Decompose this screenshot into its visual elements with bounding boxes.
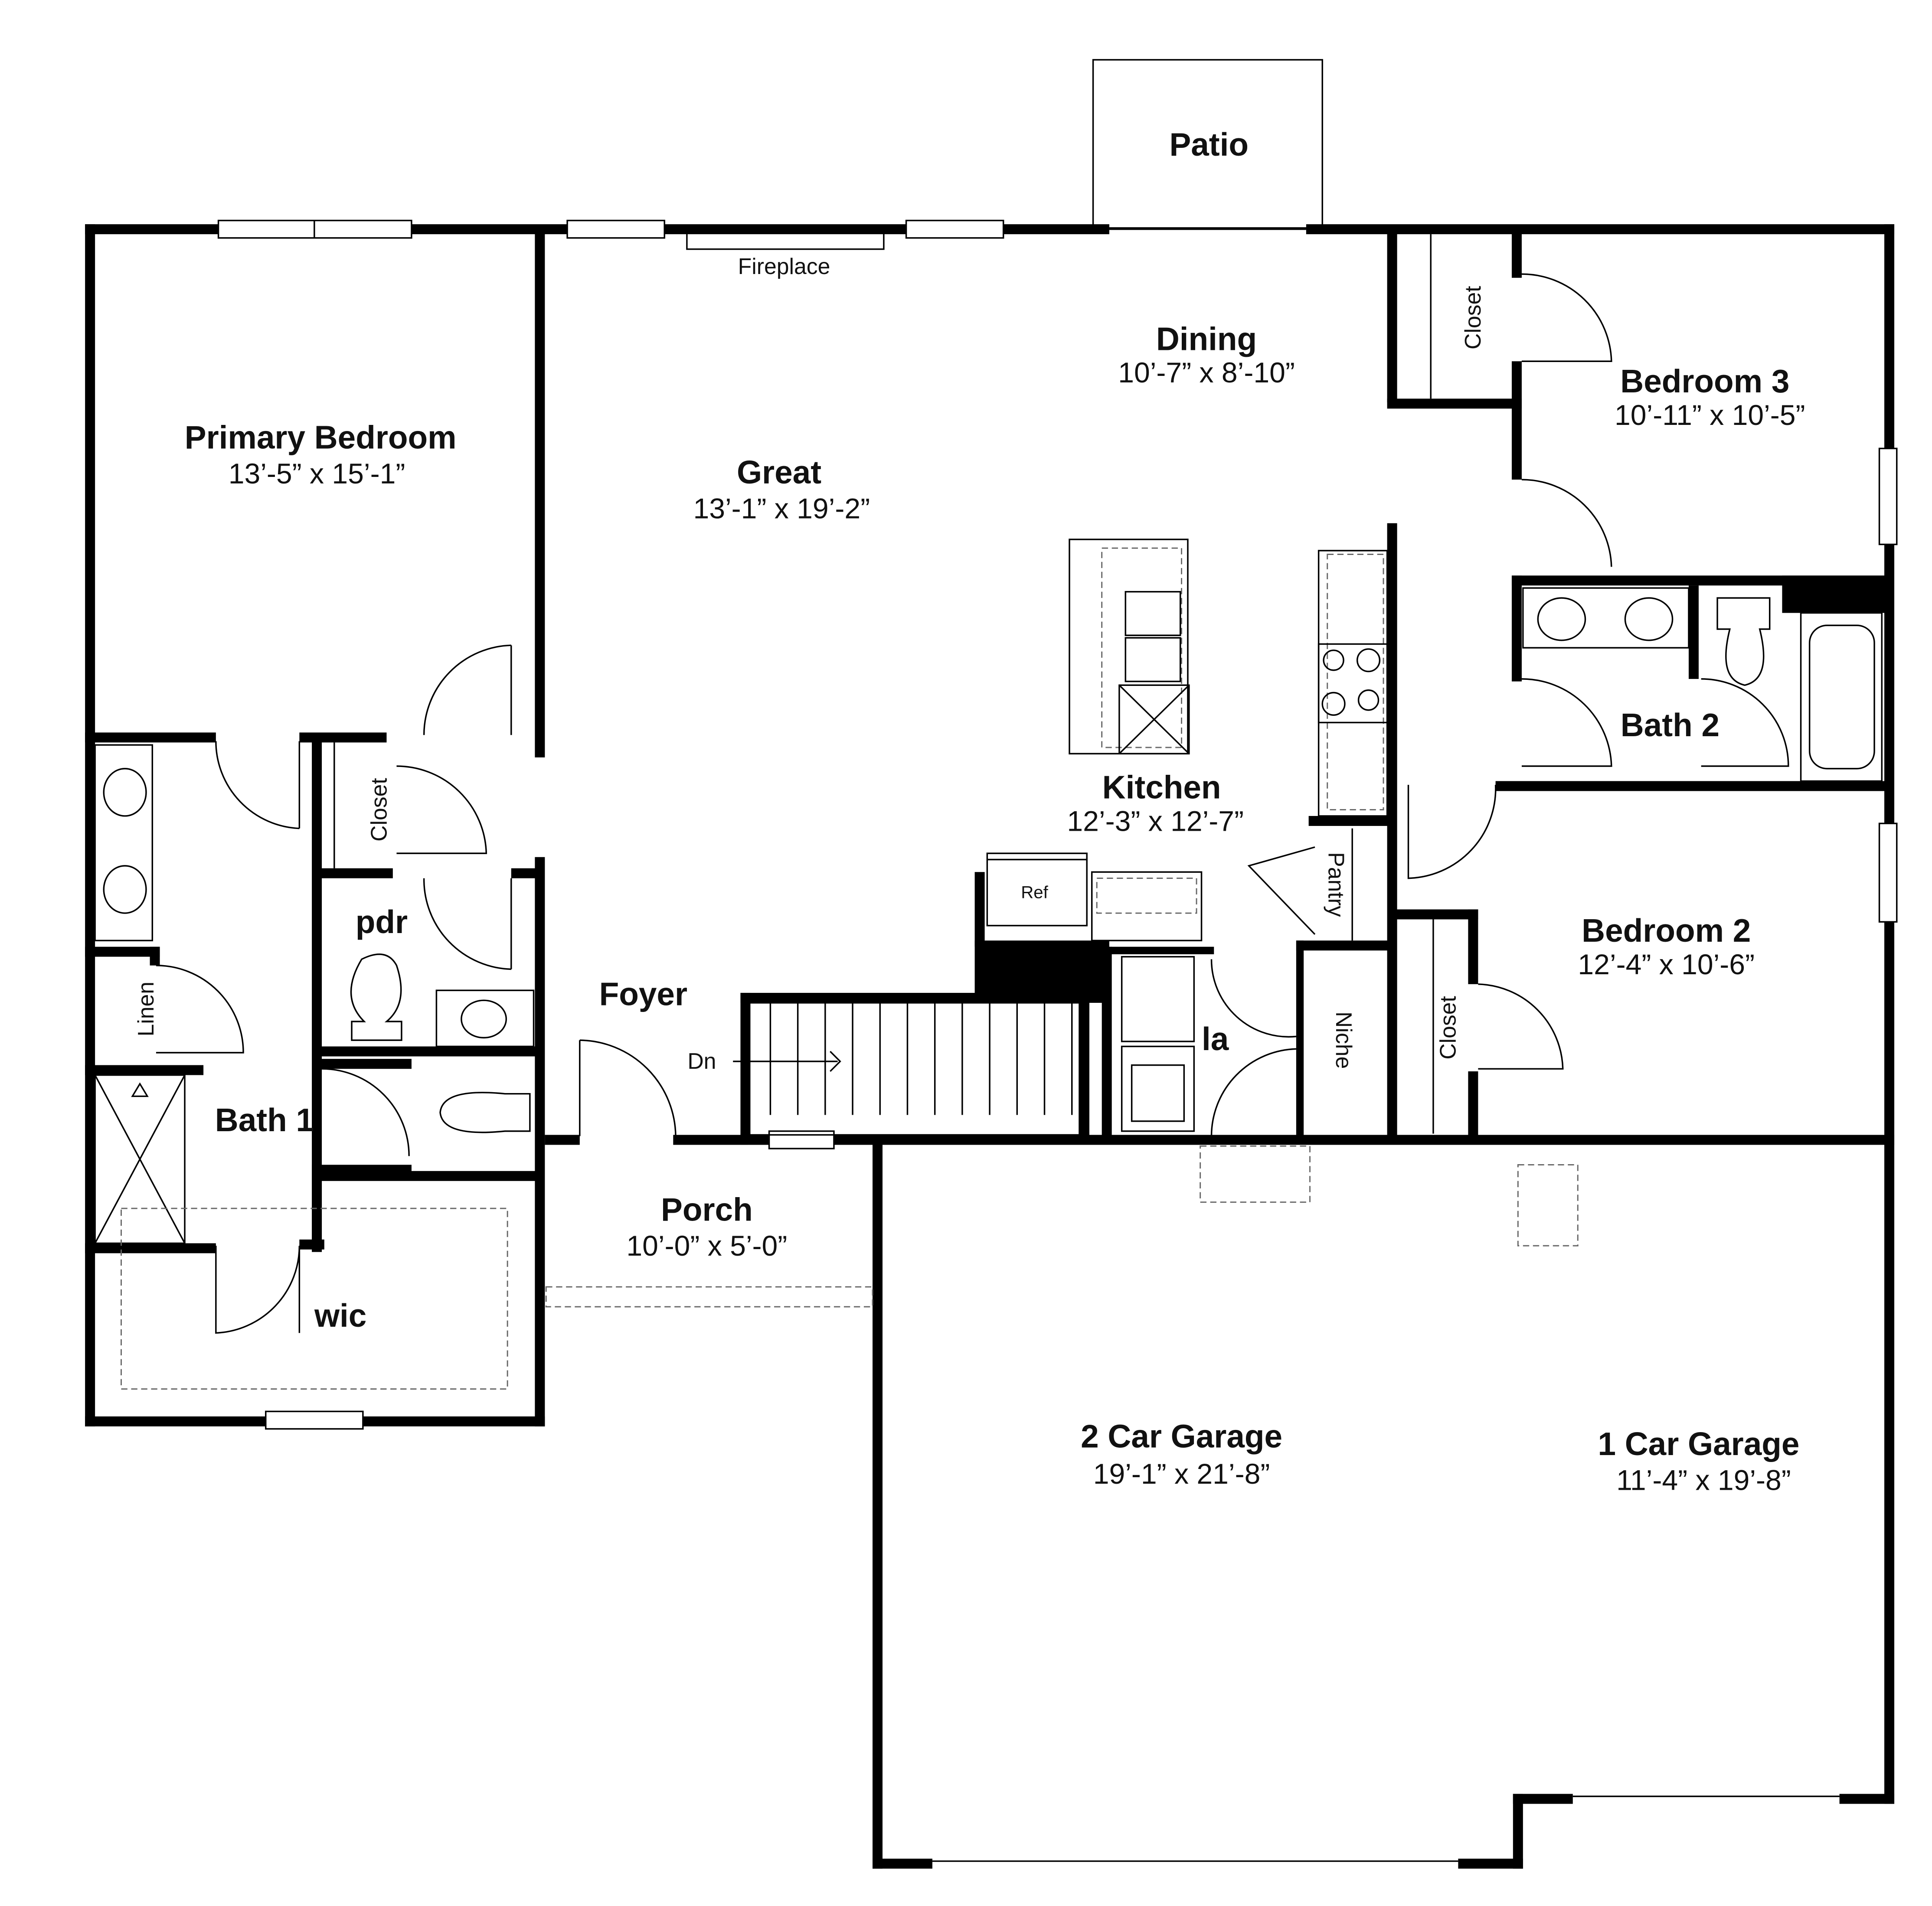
room-name-pdr: pdr [356,904,408,940]
room-name-bath-2: Bath 2 [1621,707,1720,743]
room-dims-kitchen: 12’-3” x 12’-7” [1067,805,1244,837]
fireplace [686,229,885,250]
porch-edge [545,1286,873,1308]
room-name-bedroom-2: Bedroom 2 [1582,912,1751,949]
label-pantry: Pantry [1324,852,1349,917]
label-closet-hall: Closet [366,778,391,842]
room-name-great: Great [737,454,821,490]
toilet-bath1 [439,1092,531,1133]
room-name-1-car-garage: 1 Car Garage [1598,1426,1799,1462]
toilet-bath2 [1716,597,1771,686]
room-dims-2-car-garage: 19’-1” x 21’-8” [1093,1458,1270,1490]
label-linen: Linen [133,982,158,1037]
washer [1121,956,1195,1042]
room-name-dining: Dining [1156,320,1257,357]
bathtub [1800,612,1883,782]
room-name-primary-bedroom: Primary Bedroom [185,419,457,455]
room-dims-primary-bedroom: 13’-5” x 15’-1” [229,458,405,490]
label-niche: Niche [1331,1012,1357,1069]
room-dims-bedroom-2: 12’-4” x 10’-6” [1578,949,1755,981]
dryer [1121,1045,1195,1132]
room-name-la: la [1202,1021,1229,1057]
closet-shelves [333,234,1434,1134]
room-dims-great: 13’-1” x 19’-2” [693,493,870,525]
vanity-bath1 [94,744,154,941]
kitchen-counter [1317,550,1388,817]
refrigerator [986,852,1088,927]
room-name-porch: Porch [661,1191,753,1228]
fixtures [94,539,1883,1390]
walls [85,224,1895,1869]
room-name-wic: wic [314,1297,366,1334]
counter-ref [1091,871,1203,941]
label-closet-bedroom-2: Closet [1435,996,1461,1060]
room-name-bath-1: Bath 1 [215,1102,314,1138]
room-dims-dining: 10’-7” x 8’-10” [1118,357,1295,389]
vanity-bath2 [1522,587,1690,649]
room-dims-bedroom-3: 10’-11” x 10’-5” [1615,399,1805,431]
windows [217,219,1898,1862]
door-swings [156,273,1789,1334]
room-labels: Patio Dining 10’-7” x 8’-10” Bedroom 3 1… [133,126,1805,1496]
shower [94,1074,186,1244]
label-closet-bedroom-3: Closet [1460,286,1485,349]
room-name-foyer: Foyer [599,976,687,1012]
room-dims-porch: 10’-0” x 5’-0” [626,1230,787,1262]
label-fireplace: Fireplace [738,254,830,279]
room-name-bedroom-3: Bedroom 3 [1620,363,1789,399]
label-ref: Ref [1021,883,1048,902]
stairs [747,1002,1080,1136]
patio-slab [1092,59,1323,229]
room-dims-1-car-garage: 11’-4” x 19’-8” [1616,1464,1791,1496]
range [1317,643,1388,724]
room-name-patio: Patio [1169,126,1249,163]
label-stairs-dn: Dn [687,1048,716,1074]
room-name-2-car-garage: 2 Car Garage [1081,1418,1282,1455]
room-name-kitchen: Kitchen [1102,769,1221,806]
wic-shelf [121,1208,508,1390]
kitchen-island [1069,539,1189,755]
toilet-pdr [350,953,402,1041]
